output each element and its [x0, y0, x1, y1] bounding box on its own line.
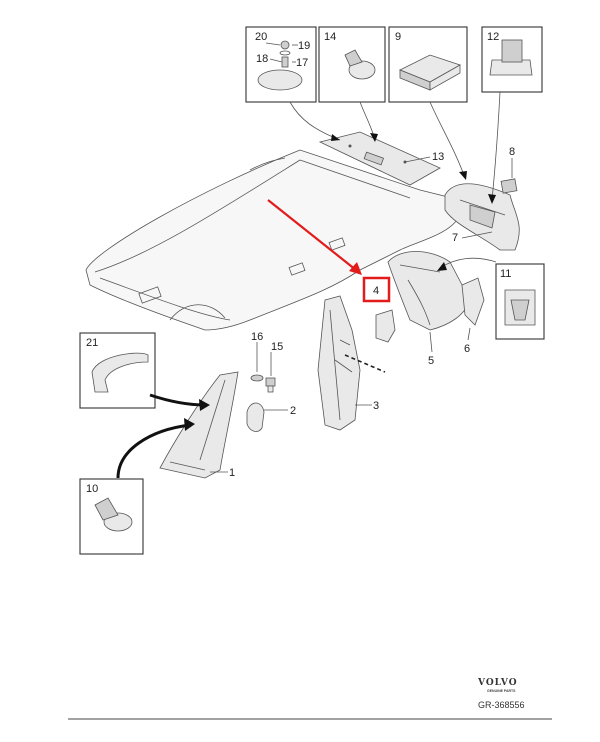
pointer-arrow: [267, 199, 362, 275]
label-2: 2: [290, 405, 296, 417]
callout-arrowhead: [488, 194, 496, 204]
label-15: 15: [271, 341, 283, 353]
part-15-bolt: [265, 377, 276, 393]
callout-17-20: [289, 101, 341, 141]
detail-box-12: [481, 26, 543, 93]
detail-box-14: [318, 26, 386, 103]
leader-7: [461, 231, 493, 239]
label-4: 4: [373, 285, 379, 297]
box-label-9: 9: [395, 31, 401, 43]
part-5-pillar-trim: [387, 251, 471, 331]
callout-arrowhead: [331, 134, 340, 141]
box-label-21: 21: [86, 337, 98, 349]
detail-box-11: [495, 263, 545, 340]
part-6-cover: [461, 277, 485, 326]
part-2-clip: [246, 402, 265, 432]
part-1-a-pillar: [159, 371, 239, 479]
label-20: 20: [255, 31, 267, 43]
detail-box-9: [388, 26, 468, 103]
label-5: 5: [428, 355, 434, 367]
box-label-14: 14: [324, 31, 336, 43]
leader-13: [404, 156, 431, 163]
callout-21: [149, 393, 206, 407]
detail-box-10: [79, 478, 144, 555]
brand-wordmark: VOLVO: [477, 678, 518, 688]
part-7-rear-trim: [444, 183, 520, 251]
callout-10: [116, 423, 191, 479]
label-19: 19: [298, 40, 310, 52]
callout-9: [429, 101, 466, 179]
callout-arrowhead: [459, 171, 467, 180]
box-label-11: 11: [500, 268, 511, 280]
callout-12: [491, 91, 501, 201]
part-13-overhead-console: [318, 131, 441, 186]
leader-5: [429, 331, 433, 353]
brand-subtitle: GENUINE PARTS: [487, 689, 516, 693]
label-7: 7: [452, 232, 458, 244]
part-3-pillar-lower: [317, 295, 361, 431]
headliner: [85, 149, 462, 331]
label-1: 1: [229, 467, 235, 479]
label-17: 17: [296, 57, 308, 69]
detail-box-21: [79, 332, 156, 409]
label-6: 6: [464, 343, 470, 355]
part-16-washer: [250, 374, 264, 382]
volvo-logo: VOLVO GENUINE PARTS: [477, 678, 518, 693]
callout-arrowhead: [199, 399, 210, 411]
highlight-box: [362, 276, 391, 303]
part-4-clip-cover: [375, 309, 396, 343]
callout-arrowhead: [370, 133, 378, 142]
box-label-12: 12: [487, 31, 499, 43]
detail-box-17-20: [245, 26, 317, 103]
label-13: 13: [432, 151, 444, 163]
leader-6: [467, 327, 471, 341]
part-8-clip: [500, 178, 518, 194]
drawing-reference: GR-368556: [478, 700, 525, 710]
callout-arrowhead: [437, 262, 447, 271]
callout-arrowhead: [184, 418, 195, 431]
label-3: 3: [373, 400, 379, 412]
label-18: 18: [256, 53, 268, 65]
label-8: 8: [509, 146, 515, 158]
label-16: 16: [251, 331, 263, 343]
mount-line-3: [344, 354, 386, 373]
box-label-10: 10: [86, 483, 98, 495]
